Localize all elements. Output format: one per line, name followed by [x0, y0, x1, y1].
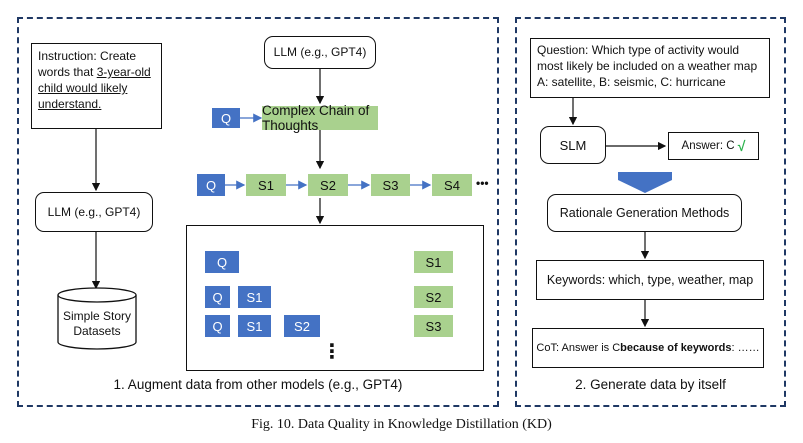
rationale-label: Rationale Generation Methods — [559, 205, 730, 220]
right-panel-caption: 2. Generate data by itself — [515, 377, 786, 392]
complex-cot-block: Complex Chain of Thoughts — [262, 103, 378, 133]
slm-label: SLM — [559, 137, 587, 153]
keywords-box: Keywords: which, type, weather, map — [536, 260, 764, 300]
checkmark-icon: √ — [737, 137, 746, 154]
chain-s1-block: S1 — [246, 174, 286, 196]
row2-q-label: Q — [212, 289, 223, 305]
llm-top-box: LLM (e.g., GPT4) — [264, 36, 376, 69]
question-box: Question: Which type of activity would m… — [530, 38, 770, 98]
row3-s1-block: S1 — [238, 315, 271, 337]
chain-q-label: Q — [205, 177, 217, 193]
instruction-line-2: words that 3-year-old — [38, 64, 155, 80]
row3-q-block: Q — [205, 315, 230, 337]
dataset-label-text: Simple Story Datasets — [62, 309, 132, 338]
chain-s1-label: S1 — [258, 177, 274, 193]
row3-s2-label: S2 — [294, 318, 310, 334]
question-text: Question: Which type of activity would m… — [537, 43, 758, 89]
vertical-more-dots: ⋮ — [322, 342, 342, 362]
row2-s2-output: S2 — [414, 286, 453, 308]
row3-s3-output: S3 — [414, 315, 453, 337]
row3-s2-block: S2 — [284, 315, 320, 337]
row2-s1-block: S1 — [238, 286, 271, 308]
cot-q-label: Q — [220, 110, 232, 126]
figure-caption: Fig. 10. Data Quality in Knowledge Disti… — [0, 417, 803, 433]
llm-top-label: LLM (e.g., GPT4) — [273, 45, 367, 59]
chain-s4-block: S4 — [432, 174, 472, 196]
left-panel-caption: 1. Augment data from other models (e.g.,… — [17, 377, 499, 392]
cot-bold: because of keywords — [620, 341, 732, 354]
chain-s2-block: S2 — [308, 174, 348, 196]
cot-q-block: Q — [212, 108, 240, 128]
chain-s3-block: S3 — [371, 174, 410, 196]
chain-s3-label: S3 — [382, 177, 399, 193]
row1-s1-output: S1 — [414, 251, 453, 273]
vertical-more-dots-text: ⋮ — [322, 341, 342, 363]
chain-more-dots-text: ••• — [476, 176, 489, 190]
keywords-label: Keywords: which, type, weather, map — [546, 272, 754, 287]
llm-left-box: LLM (e.g., GPT4) — [35, 192, 153, 232]
row3-q-label: Q — [212, 318, 223, 334]
row3-output-label: S3 — [425, 318, 442, 334]
row2-s1-label: S1 — [246, 289, 263, 305]
rationale-box: Rationale Generation Methods — [547, 194, 742, 232]
row2-output-label: S2 — [425, 289, 442, 305]
row1-q-label: Q — [216, 254, 228, 270]
right-panel — [515, 17, 786, 407]
llm-left-label: LLM (e.g., GPT4) — [47, 204, 141, 219]
chain-more-dots: ••• — [476, 176, 489, 190]
instruction-underlined-3: understand. — [38, 97, 102, 111]
instruction-line-1: Instruction: Create — [38, 49, 137, 63]
cot-prefix: CoT: Answer is C — [536, 341, 621, 354]
chain-s4-label: S4 — [444, 177, 460, 193]
slm-box: SLM — [540, 126, 606, 164]
row1-output-label: S1 — [425, 254, 442, 270]
answer-label: Answer: C — [681, 139, 735, 152]
cot-box: CoT: Answer is C because of keywords: …… — [532, 328, 764, 368]
dataset-cylinder-icon — [57, 287, 137, 350]
figure-caption-text: Fig. 10. Data Quality in Knowledge Disti… — [251, 417, 552, 432]
right-panel-caption-text: 2. Generate data by itself — [575, 377, 726, 392]
down-arrow-icon — [618, 172, 672, 193]
chain-s2-label: S2 — [320, 177, 336, 193]
complex-cot-label: Complex Chain of Thoughts — [262, 103, 370, 133]
answer-box: Answer: C √ — [668, 132, 759, 160]
left-panel — [17, 17, 499, 407]
instruction-line-2-text: words that — [38, 65, 94, 79]
left-panel-caption-text: 1. Augment data from other models (e.g.,… — [113, 377, 403, 392]
dataset-label: Simple Story Datasets — [57, 309, 137, 339]
cot-suffix: : …… — [731, 341, 760, 354]
chain-q-block: Q — [197, 174, 225, 196]
row1-q-block: Q — [205, 251, 239, 273]
row3-s1-label: S1 — [246, 318, 263, 334]
instruction-underlined-1: 3-year-old — [96, 65, 151, 79]
instruction-underlined-2: child would likely — [38, 81, 128, 95]
row2-q-block: Q — [205, 286, 230, 308]
instruction-box: Instruction: Create words that 3-year-ol… — [31, 43, 162, 129]
